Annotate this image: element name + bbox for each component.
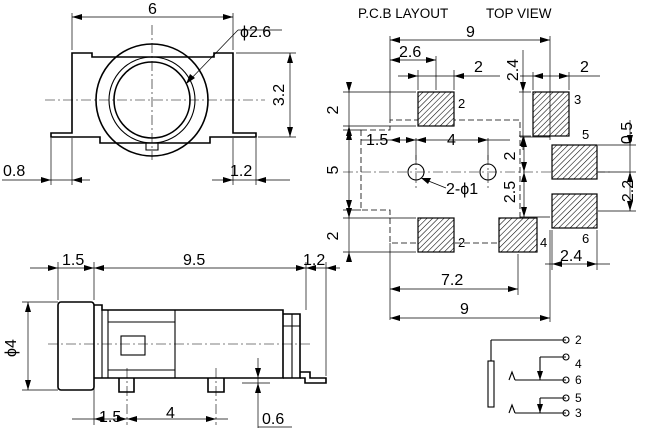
side-left-segment-dim: 1.5 xyxy=(62,252,84,269)
pad-width-top-dim: 2 xyxy=(474,59,483,76)
front-width-dim: 6 xyxy=(148,1,157,18)
pad-5 xyxy=(551,144,598,180)
schematic-pin-label: 5 xyxy=(575,391,582,405)
holes-label: 2-ϕ1 xyxy=(446,181,478,198)
side-view: 1.5 9.5 1.2 ϕ4 1.5 4 0.6 xyxy=(3,252,340,428)
schematic-pin-label: 3 xyxy=(575,406,582,420)
schematic-pin-label: 4 xyxy=(575,357,582,371)
pcb-width-bottom-dim: 9 xyxy=(460,301,469,318)
pad3-height-dim: 2.4 xyxy=(505,59,522,81)
side-right-tab-dim: 1.2 xyxy=(303,252,325,269)
pad-6 xyxy=(551,193,598,229)
pcb-layout: P.C.B LAYOUT TOP VIEW 2 3 5 6 2 4 2-ϕ1 xyxy=(325,6,637,322)
hole-pitch-dim: 4 xyxy=(447,132,456,149)
front-height-dim: 3.2 xyxy=(271,84,288,106)
hole-offset-dim: 1.5 xyxy=(366,132,388,149)
right-gap-dim: 2 xyxy=(502,151,519,160)
pad-span-dim: 7.2 xyxy=(441,272,463,289)
pad-label: 2 xyxy=(458,96,465,111)
side-diameter-dim: ϕ4 xyxy=(3,339,20,357)
top-view-title: TOP VIEW xyxy=(486,6,552,21)
pad-2-bottom xyxy=(417,217,455,253)
pad-label: 4 xyxy=(540,235,547,250)
pad3-width-dim: 2 xyxy=(580,59,589,76)
pad-4 xyxy=(498,217,538,253)
pad-2-top xyxy=(417,91,455,127)
side-tab-thickness-dim: 0.6 xyxy=(262,411,284,428)
front-view: 6 ϕ2.6 3.2 0.8 1.2 xyxy=(2,1,296,185)
pad-label: 6 xyxy=(582,231,589,246)
left-tab-dim: 0.8 xyxy=(3,163,25,180)
left-pad-height-bottom-dim: 2 xyxy=(325,231,342,240)
hole-diameter-dim: ϕ2.6 xyxy=(240,24,271,41)
right-height-dim: 2.5 xyxy=(502,181,519,203)
pad6-width-dim: 2.4 xyxy=(560,248,582,265)
pad5-gap-dim: 0.5 xyxy=(619,122,636,144)
right-tab-dim: 1.2 xyxy=(230,163,252,180)
side-length-dim: 9.5 xyxy=(183,252,205,269)
schematic-pin-label: 2 xyxy=(575,333,582,347)
side-pin-pitch-dim: 4 xyxy=(166,405,175,422)
pad6-pitch-dim: 2.2 xyxy=(620,180,637,202)
pad-label: 2 xyxy=(458,235,465,250)
left-pad-height-top-dim: 2 xyxy=(325,105,342,114)
pad-label: 5 xyxy=(582,127,589,142)
side-pin-offset-dim: 1.5 xyxy=(99,409,121,426)
pad-offset-dim: 2.6 xyxy=(399,44,421,61)
pad-3 xyxy=(532,91,570,137)
schematic: 2 4 6 5 3 xyxy=(487,333,582,420)
schematic-pin-label: 6 xyxy=(575,373,582,387)
pcb-width-top-dim: 9 xyxy=(466,24,475,41)
pad-label: 3 xyxy=(574,92,581,107)
height-5-dim: 5 xyxy=(325,165,342,174)
pcb-layout-title: P.C.B LAYOUT xyxy=(358,6,448,21)
